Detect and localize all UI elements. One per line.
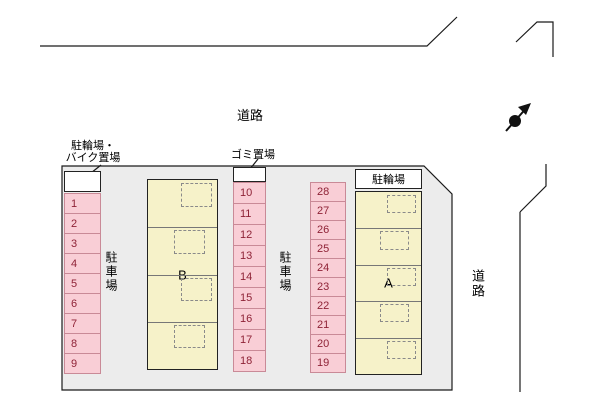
unit-divider	[356, 337, 421, 339]
unit-balcony-outline	[386, 267, 416, 286]
parking-space-15: 15	[233, 287, 266, 309]
parking-space-18: 18	[233, 350, 266, 372]
parking-space-14: 14	[233, 266, 266, 288]
parking-space-1: 1	[64, 193, 101, 214]
parking-space-5: 5	[64, 273, 101, 294]
building-a: A	[355, 191, 422, 375]
unit-balcony-outline	[386, 340, 416, 359]
unit-divider	[148, 274, 217, 276]
unit-balcony-outline	[180, 277, 212, 302]
parking-space-21: 21	[310, 315, 346, 335]
unit-divider	[356, 228, 421, 230]
bicycle-parking-box-right: 駐輪場	[355, 169, 422, 189]
parking-space-12: 12	[233, 224, 266, 246]
parking-space-27: 27	[310, 201, 346, 221]
parking-space-28: 28	[310, 182, 346, 202]
unit-divider	[148, 227, 217, 229]
unit-balcony-outline	[379, 231, 409, 250]
parking-space-7: 7	[64, 313, 101, 334]
road-line-top	[40, 16, 458, 47]
parking-space-13: 13	[233, 245, 266, 267]
parking-space-23: 23	[310, 277, 346, 297]
unit-balcony-outline	[173, 230, 205, 254]
road-label-right: 道路	[470, 269, 485, 299]
parking-space-11: 11	[233, 203, 266, 225]
parking-space-25: 25	[310, 239, 346, 259]
bike-parking-box	[64, 171, 101, 192]
garbage-area-box	[233, 167, 266, 182]
unit-balcony-outline	[386, 195, 416, 214]
parking-space-17: 17	[233, 329, 266, 351]
garbage-area-label: ゴミ置場	[231, 149, 275, 161]
parking-space-3: 3	[64, 233, 101, 254]
parking-space-4: 4	[64, 253, 101, 274]
bike-area-label: 駐輪場・ バイク置場	[65, 140, 121, 164]
parking-space-24: 24	[310, 258, 346, 278]
bicycle-parking-label: 駐輪場	[372, 174, 405, 186]
parking-space-26: 26	[310, 220, 346, 240]
road-label-top: 道路	[237, 108, 264, 123]
parking-space-10: 10	[233, 182, 266, 204]
parking-space-16: 16	[233, 308, 266, 330]
parking-space-22: 22	[310, 296, 346, 316]
road-corner-right	[519, 164, 547, 213]
building-b: B	[147, 179, 218, 370]
parking-lot-label-middle: 駐車場	[278, 251, 292, 293]
north-compass-icon	[505, 103, 531, 132]
parking-space-9: 9	[64, 353, 101, 374]
parking-space-6: 6	[64, 293, 101, 314]
unit-divider	[356, 301, 421, 303]
building-a-label: A	[384, 275, 393, 291]
parking-space-2: 2	[64, 213, 101, 234]
parking-space-8: 8	[64, 333, 101, 354]
unit-balcony-outline	[180, 183, 212, 207]
unit-balcony-outline	[173, 324, 205, 349]
unit-balcony-outline	[379, 304, 409, 323]
road-corner-top-right	[515, 21, 554, 57]
parking-space-20: 20	[310, 334, 346, 354]
parking-lot-label-left: 駐車場	[104, 251, 118, 293]
unit-divider	[356, 264, 421, 266]
parking-space-19: 19	[310, 353, 346, 373]
unit-divider	[148, 321, 217, 323]
